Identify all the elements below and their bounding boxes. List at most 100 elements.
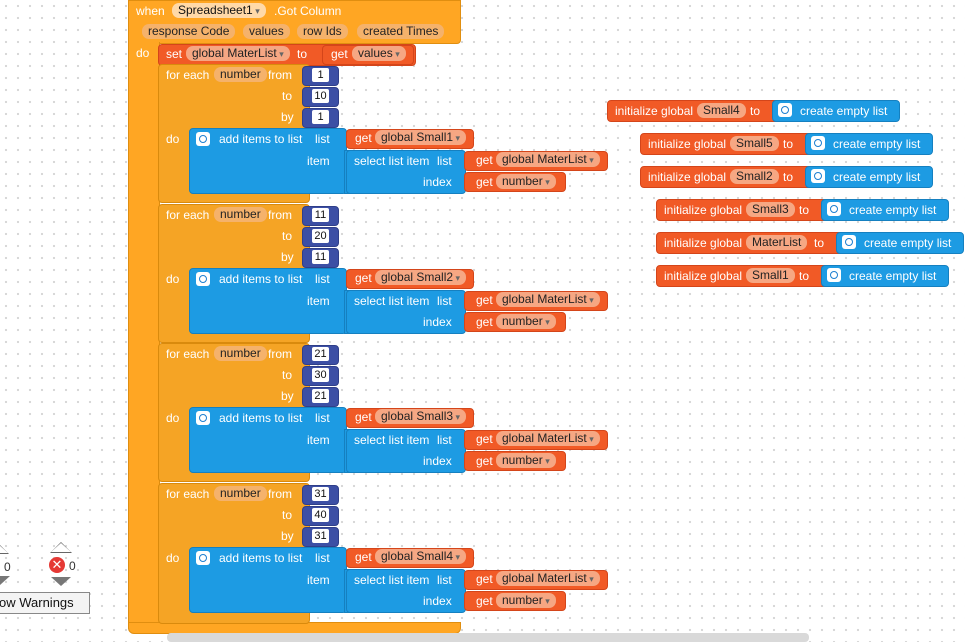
item-socket-label: item — [307, 433, 330, 447]
by-number-value[interactable]: 11 — [312, 250, 329, 264]
get-label: get — [331, 47, 348, 61]
get-label: get — [476, 454, 493, 468]
global-variable-name[interactable]: Small5 — [730, 136, 779, 151]
global-variable-name[interactable]: Small1 — [746, 268, 795, 283]
index-socket-label: index — [423, 175, 452, 189]
create-empty-list-block[interactable] — [805, 133, 933, 155]
global-variable-name[interactable]: Small2 — [730, 169, 779, 184]
get-label: get — [476, 315, 493, 329]
errors-up-arrow-icon[interactable] — [50, 542, 72, 553]
add-items-to-list-block[interactable] — [189, 407, 347, 473]
loop-variable-name[interactable]: number — [214, 207, 267, 222]
create-empty-list-block[interactable] — [821, 199, 949, 221]
select-list-item-label: select list item — [354, 154, 430, 168]
global-variable-name[interactable]: Small4 — [697, 103, 746, 118]
index-socket-label: index — [423, 315, 452, 329]
global-variable-name[interactable]: Small3 — [746, 202, 795, 217]
global-variable-name[interactable]: MaterList — [746, 235, 808, 250]
add-items-label: add items to list — [219, 272, 303, 286]
to-number-value[interactable]: 20 — [312, 229, 329, 243]
get-index-dropdown[interactable]: number — [496, 453, 556, 468]
list-socket-label: list — [315, 132, 330, 146]
initialize-global-label: initialize global — [648, 170, 727, 184]
get-list-dropdown[interactable]: global Small4 — [375, 549, 467, 564]
mutator-gear-icon[interactable] — [811, 136, 825, 150]
initialize-global-label: initialize global — [648, 137, 727, 151]
horizontal-scrollbar[interactable] — [167, 633, 809, 642]
loop-variable-name[interactable]: number — [214, 486, 267, 501]
from-number-value[interactable]: 11 — [312, 208, 329, 222]
mutator-gear-icon[interactable] — [827, 202, 841, 216]
to-label: to — [282, 508, 293, 522]
component-dropdown[interactable]: Spreadsheet1 — [172, 3, 266, 18]
initialize-global-label: initialize global — [664, 269, 743, 283]
get-values-dropdown[interactable]: values — [352, 46, 406, 61]
from-number-value[interactable]: 21 — [312, 347, 329, 361]
param-row-ids[interactable]: row Ids — [297, 24, 348, 39]
get-label: get — [355, 410, 372, 424]
set-variable-dropdown[interactable]: global MaterList — [186, 46, 290, 61]
from-label: from — [268, 347, 292, 361]
errors-down-arrow-icon[interactable] — [51, 577, 71, 586]
mutator-gear-icon[interactable] — [842, 235, 856, 249]
from-number-value[interactable]: 1 — [312, 68, 329, 82]
select-list-item-block[interactable] — [346, 569, 466, 613]
get-source-dropdown[interactable]: global MaterList — [496, 571, 600, 586]
set-label: set — [166, 47, 183, 61]
param-response-code[interactable]: response Code — [142, 24, 236, 39]
mutator-gear-icon[interactable] — [196, 132, 210, 146]
show-warnings-button[interactable]: ow Warnings — [0, 592, 90, 614]
get-list-dropdown[interactable]: global Small1 — [375, 130, 467, 145]
initialize-global-label: initialize global — [664, 203, 743, 217]
get-index-dropdown[interactable]: number — [496, 174, 556, 189]
for-each-label: for each — [166, 208, 210, 222]
select-list-item-block[interactable] — [346, 429, 466, 473]
mutator-gear-icon[interactable] — [196, 411, 210, 425]
warnings-down-arrow-icon[interactable] — [0, 576, 10, 585]
list-socket-label: list — [315, 411, 330, 425]
get-source-dropdown[interactable]: global MaterList — [496, 152, 600, 167]
get-list-dropdown[interactable]: global Small3 — [375, 409, 467, 424]
by-number-value[interactable]: 31 — [312, 529, 329, 543]
by-number-value[interactable]: 21 — [312, 389, 329, 403]
get-index-dropdown[interactable]: number — [496, 314, 556, 329]
to-number-value[interactable]: 10 — [312, 89, 329, 103]
get-list-dropdown[interactable]: global Small2 — [375, 270, 467, 285]
mutator-gear-icon[interactable] — [811, 169, 825, 183]
index-socket-label: index — [423, 454, 452, 468]
loop-variable-name[interactable]: number — [214, 346, 267, 361]
add-items-to-list-block[interactable] — [189, 128, 347, 194]
select-list-item-block[interactable] — [346, 290, 466, 334]
create-empty-list-block[interactable] — [772, 100, 900, 122]
add-items-to-list-block[interactable] — [189, 547, 347, 613]
from-number-value[interactable]: 31 — [312, 487, 329, 501]
add-items-to-list-block[interactable] — [189, 268, 347, 334]
init-to-label: to — [783, 137, 794, 151]
get-source-dropdown[interactable]: global MaterList — [496, 431, 600, 446]
get-source-dropdown[interactable]: global MaterList — [496, 292, 600, 307]
to-number-value[interactable]: 40 — [312, 508, 329, 522]
param-values[interactable]: values — [243, 24, 290, 39]
mutator-gear-icon[interactable] — [778, 103, 792, 117]
to-label: to — [282, 229, 293, 243]
create-empty-list-block[interactable] — [836, 232, 964, 254]
index-socket-label: index — [423, 594, 452, 608]
create-empty-list-block[interactable] — [821, 265, 949, 287]
loop-variable-name[interactable]: number — [214, 67, 267, 82]
mutator-gear-icon[interactable] — [827, 268, 841, 282]
warnings-up-arrow-icon[interactable] — [0, 543, 9, 554]
event-when-label: when — [136, 4, 165, 18]
select-list-item-label: select list item — [354, 573, 430, 587]
create-empty-list-block[interactable] — [805, 166, 933, 188]
get-label: get — [476, 175, 493, 189]
get-index-dropdown[interactable]: number — [496, 593, 556, 608]
item-socket-label: item — [307, 294, 330, 308]
event-name-label: .Got Column — [274, 4, 342, 18]
param-created-times[interactable]: created Times — [357, 24, 445, 39]
by-label: by — [281, 250, 294, 264]
mutator-gear-icon[interactable] — [196, 272, 210, 286]
by-number-value[interactable]: 1 — [312, 110, 329, 124]
mutator-gear-icon[interactable] — [196, 551, 210, 565]
select-list-item-block[interactable] — [346, 150, 466, 194]
to-number-value[interactable]: 30 — [312, 368, 329, 382]
